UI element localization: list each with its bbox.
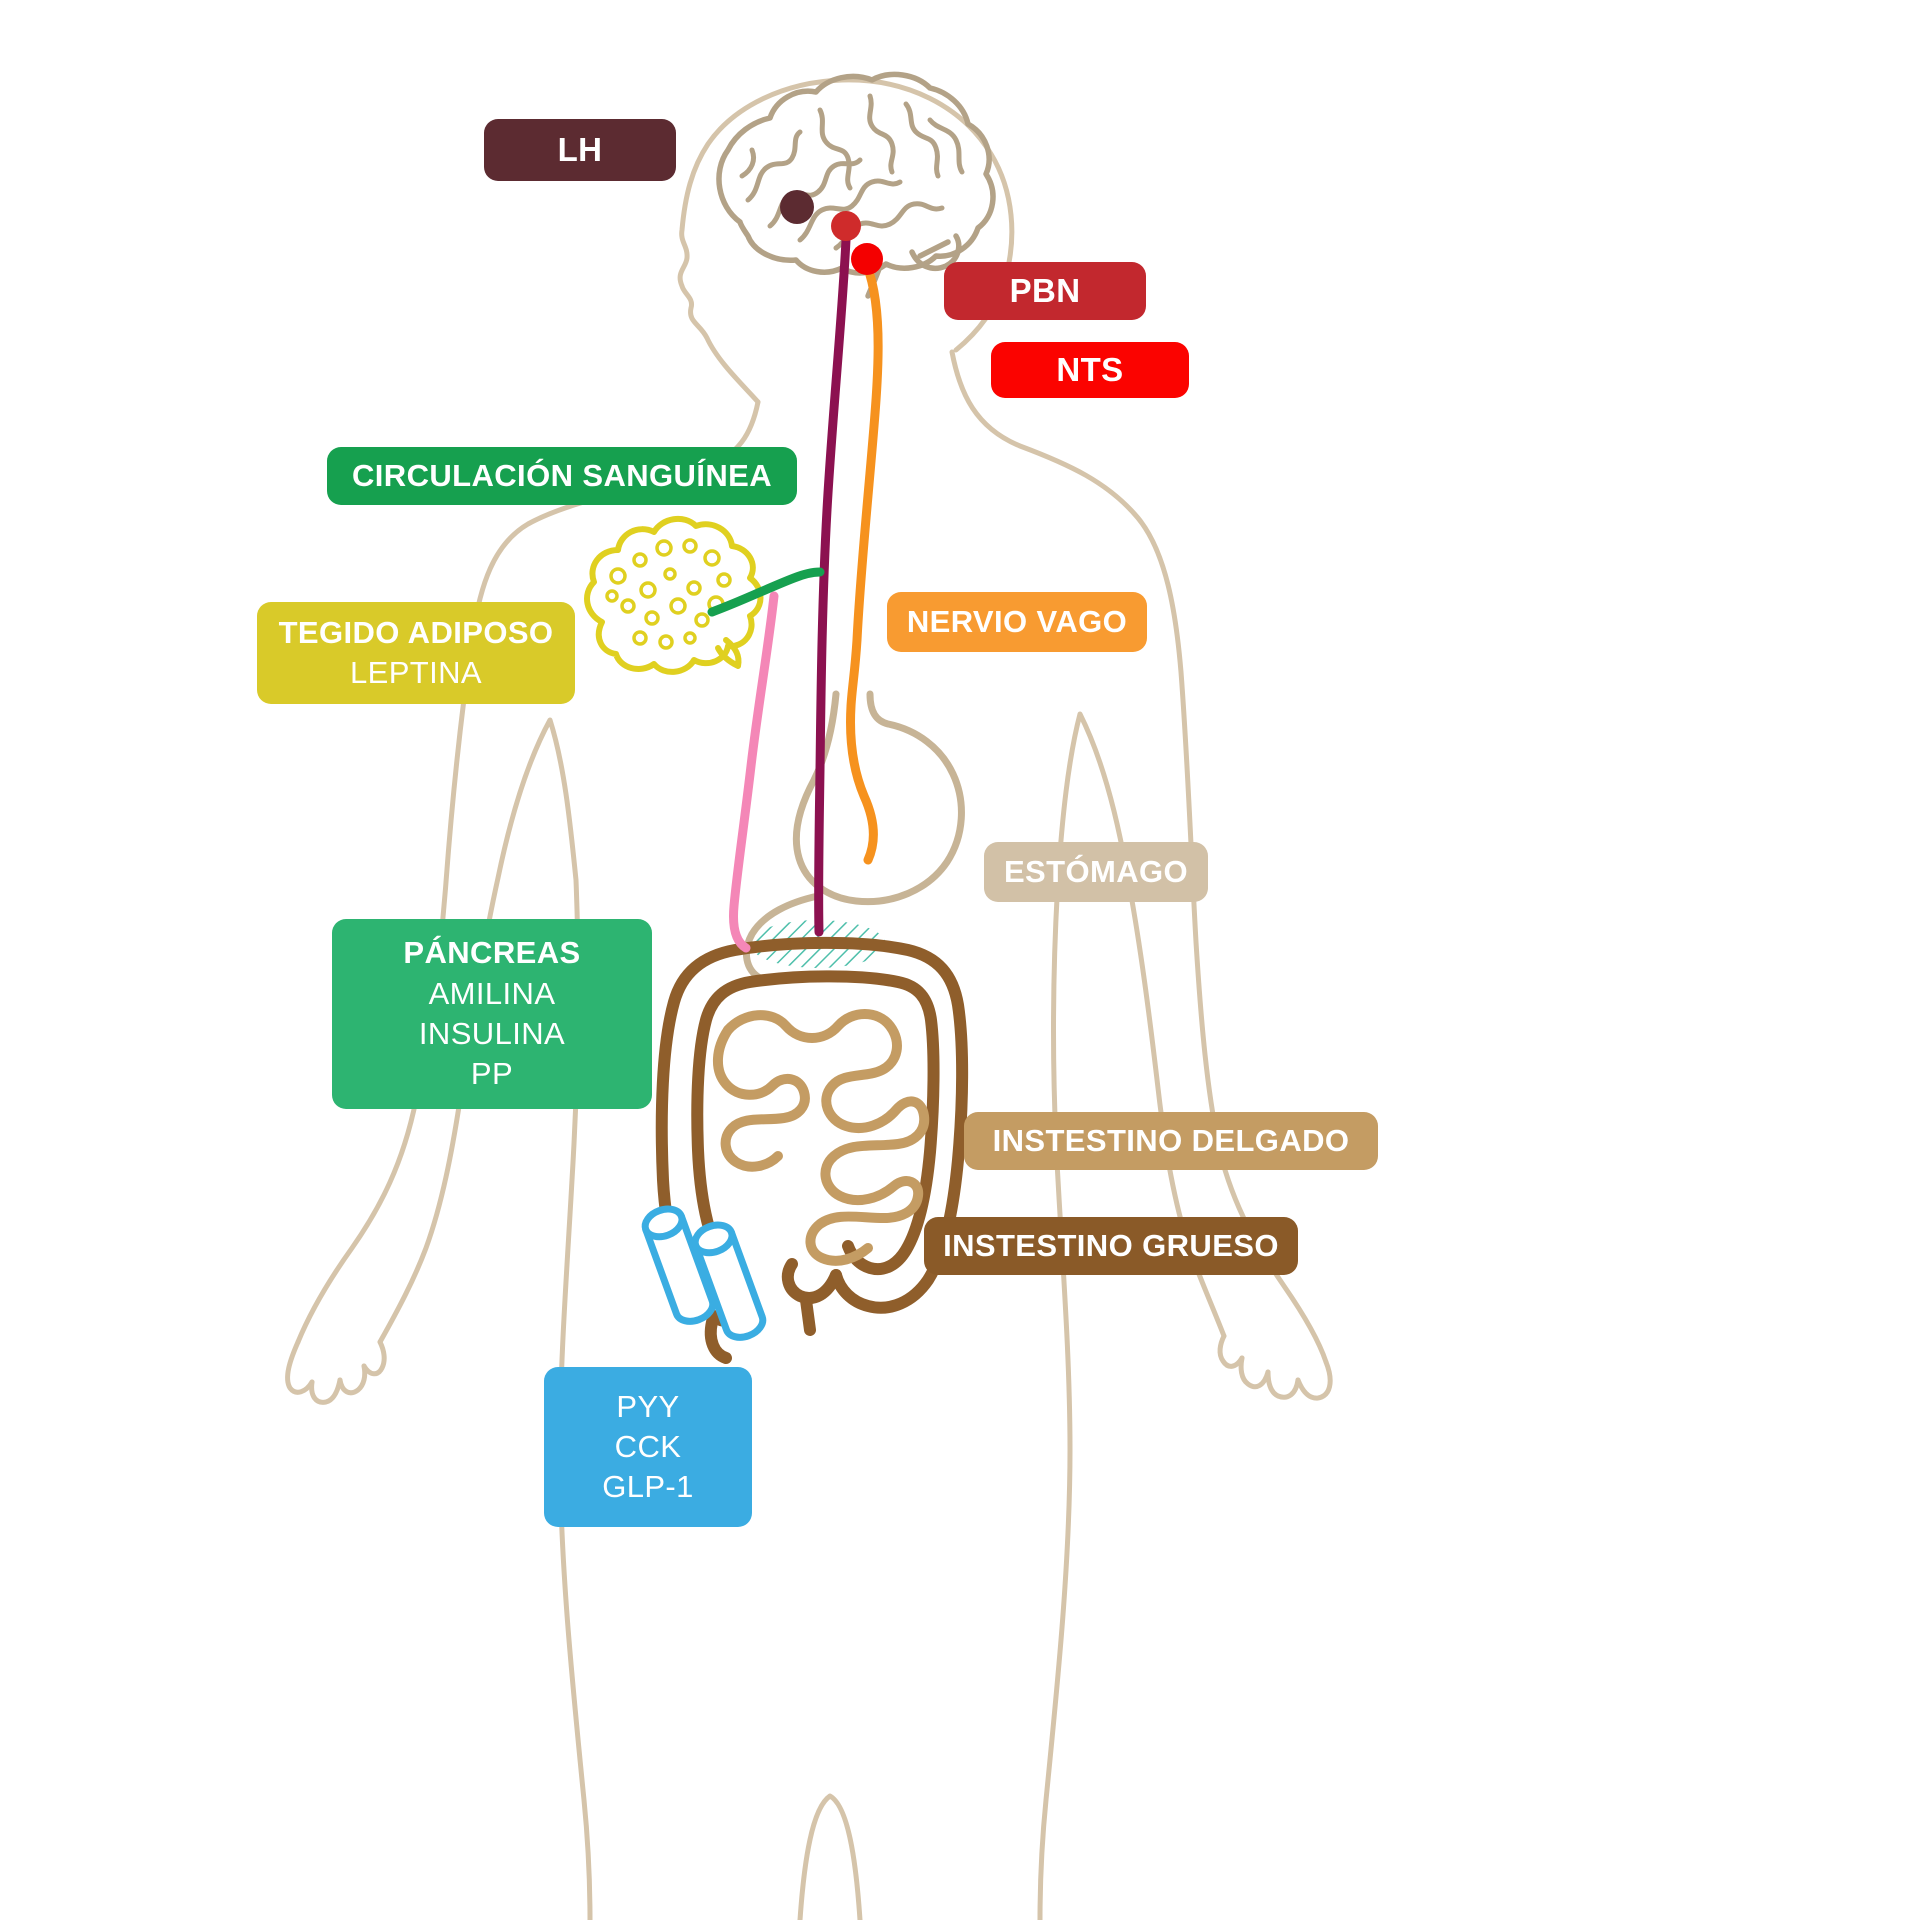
- large-intestine-illustration: [655, 936, 969, 1364]
- pbn-gut-line: [814, 235, 851, 937]
- label-lh: LH: [484, 119, 676, 181]
- gut-hormones-line: [729, 591, 779, 953]
- label-pancreas-title: PÁNCREAS: [403, 935, 581, 971]
- hormone-tubes-illustration: [641, 1205, 767, 1341]
- label-lh-text: LH: [557, 130, 603, 168]
- label-nervio-text: NERVIO VAGO: [906, 603, 1128, 639]
- label-nts: NTS: [991, 342, 1189, 398]
- label-pbn: PBN: [944, 262, 1146, 320]
- label-hormonas-intestinales: PYY CCK GLP-1: [544, 1367, 752, 1527]
- label-intestino-delgado: INSTESTINO DELGADO: [964, 1112, 1378, 1170]
- label-circulacion-sanguinea: CIRCULACIÓN SANGUÍNEA: [327, 447, 797, 505]
- label-tegido-adiposo: TEGIDO ADIPOSO LEPTINA: [257, 602, 575, 704]
- adipose-tissue-illustration: [584, 515, 764, 675]
- pbn-dot: [831, 211, 861, 241]
- label-estomago: ESTÓMAGO: [984, 842, 1208, 902]
- label-pbn-text: PBN: [1009, 271, 1081, 309]
- label-hormona-item: PYY: [616, 1388, 680, 1424]
- leptin-line: [707, 567, 825, 617]
- label-pancreas-item: PP: [470, 1056, 514, 1092]
- label-pancreas-item: INSULINA: [418, 1016, 566, 1051]
- label-grueso-text: INSTESTINO GRUESO: [943, 1227, 1279, 1263]
- label-hormona-item: CCK: [614, 1428, 682, 1464]
- small-intestine-illustration: [713, 1009, 930, 1266]
- label-tegido-subtitle: LEPTINA: [349, 655, 482, 690]
- label-pancreas: PÁNCREAS AMILINA INSULINA PP: [332, 919, 652, 1109]
- label-delgado-text: INSTESTINO DELGADO: [992, 1122, 1350, 1158]
- label-tegido-title: TEGIDO ADIPOSO: [278, 614, 554, 650]
- label-circulacion-text: CIRCULACIÓN SANGUÍNEA: [351, 457, 772, 493]
- label-nts-text: NTS: [1056, 350, 1124, 388]
- label-hormona-item: GLP-1: [602, 1469, 694, 1505]
- label-nervio-vago: NERVIO VAGO: [887, 592, 1147, 652]
- label-estomago-text: ESTÓMAGO: [1003, 853, 1189, 889]
- stomach-illustration: [742, 690, 965, 982]
- label-pancreas-item: AMILINA: [428, 975, 556, 1011]
- lh-dot: [780, 190, 814, 224]
- vagus-nerve-line: [846, 261, 883, 865]
- nts-dot: [851, 243, 883, 275]
- label-intestino-grueso: INSTESTINO GRUESO: [924, 1217, 1298, 1275]
